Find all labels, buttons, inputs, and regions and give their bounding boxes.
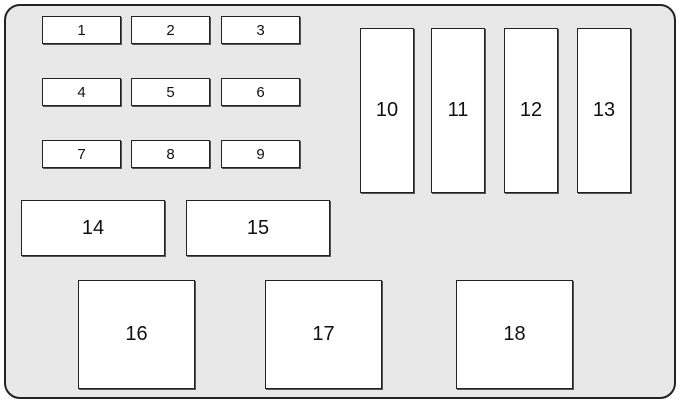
fuse-2: 2 (131, 16, 210, 44)
fuse-7: 7 (42, 140, 121, 168)
fuse-9: 9 (221, 140, 300, 168)
relay-16: 16 (78, 280, 195, 389)
fuse-4: 4 (42, 78, 121, 106)
fuse-14: 14 (21, 200, 165, 256)
fuse-11: 11 (431, 28, 485, 193)
relay-18: 18 (456, 280, 573, 389)
fuse-5: 5 (131, 78, 210, 106)
fuse-15: 15 (186, 200, 330, 256)
fuse-12: 12 (504, 28, 558, 193)
fuse-1: 1 (42, 16, 121, 44)
fuse-10: 10 (360, 28, 414, 193)
fuse-3: 3 (221, 16, 300, 44)
fuse-13: 13 (577, 28, 631, 193)
fuse-8: 8 (131, 140, 210, 168)
fuse-6: 6 (221, 78, 300, 106)
relay-17: 17 (265, 280, 382, 389)
